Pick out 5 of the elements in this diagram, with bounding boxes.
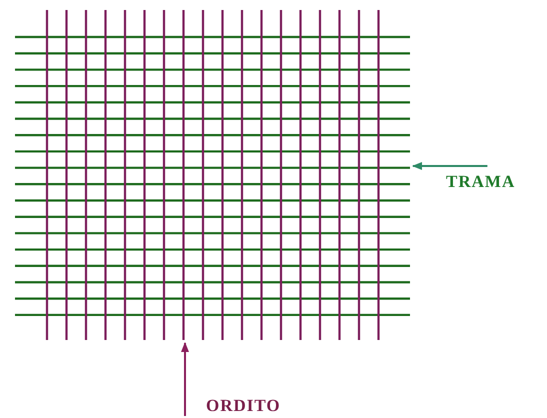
woven-grid-drawing [15, 10, 410, 340]
arrow [412, 162, 488, 170]
weft-label: TRAMA [446, 172, 516, 192]
arrow [181, 342, 189, 416]
warp-label: ORDITO [206, 396, 281, 416]
